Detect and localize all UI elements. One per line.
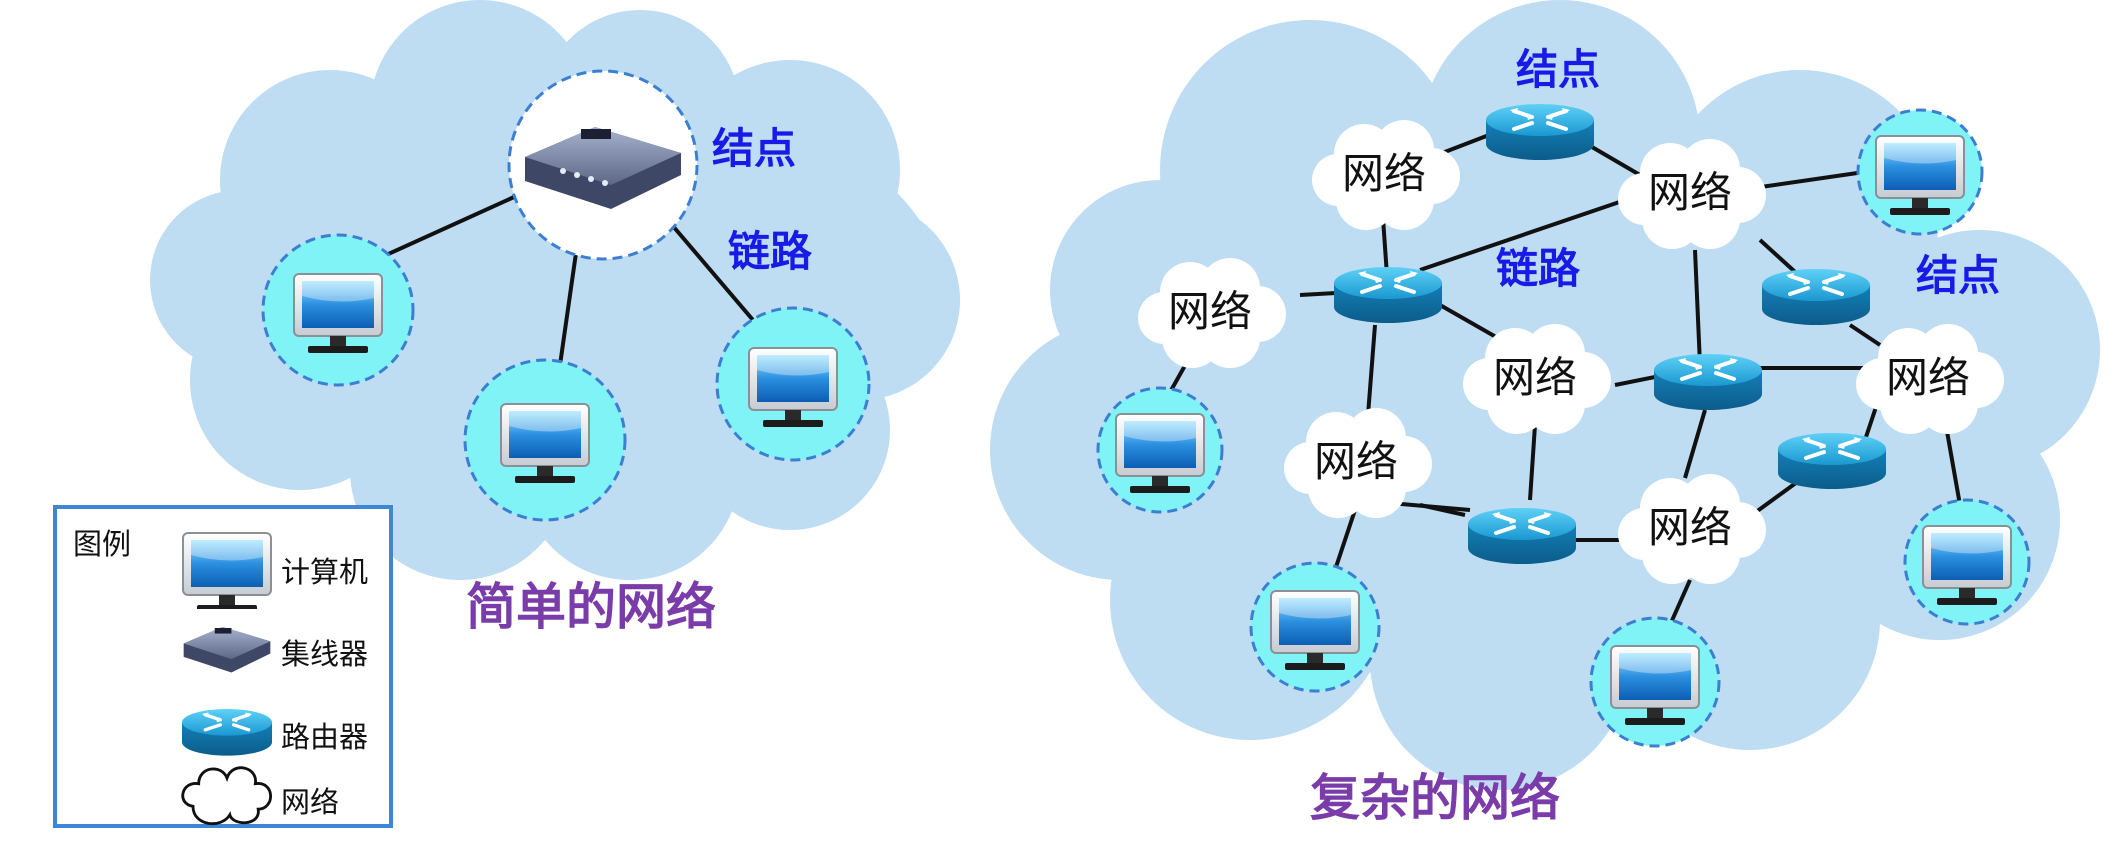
legend: 图例 计算机 集线器 路由器 网络 (53, 505, 393, 828)
complex-node-label-right: 结点 (1916, 251, 2000, 300)
computer-icon (182, 532, 272, 609)
network-cloud-3[interactable]: 网络 (1138, 258, 1286, 368)
complex-link-label: 链路 (1496, 244, 1581, 293)
cloud-icon (181, 766, 272, 826)
network-cloud-5[interactable]: 网络 (1856, 324, 2004, 434)
router-icon (1332, 265, 1444, 325)
legend-label-computer: 计算机 (281, 555, 369, 589)
network-label: 网络 (1168, 287, 1252, 336)
legend-label-router: 路由器 (281, 720, 369, 754)
router-icon (1652, 352, 1764, 412)
router-icon (1466, 506, 1578, 566)
simple-computer-center[interactable] (463, 358, 627, 522)
router-bottom[interactable] (1466, 506, 1578, 566)
simple-computer-right[interactable] (715, 306, 871, 462)
router-right-upper[interactable] (1760, 267, 1872, 327)
router-right-lower[interactable] (1776, 431, 1888, 491)
router-icon (1760, 267, 1872, 327)
complex-computer-bottom-left[interactable] (1249, 561, 1381, 693)
simple-network-caption: 简单的网络 (466, 578, 716, 636)
network-label: 网络 (1342, 149, 1426, 198)
complex-computer-right-bottom[interactable] (1903, 498, 2031, 626)
network-cloud-2[interactable]: 网络 (1618, 139, 1766, 249)
simple-computer-left[interactable] (261, 233, 415, 387)
legend-title: 图例 (73, 527, 132, 561)
network-label: 网络 (1886, 353, 1970, 402)
network-label: 网络 (1648, 503, 1732, 552)
simple-node-label: 结点 (712, 124, 796, 173)
network-label: 网络 (1648, 168, 1732, 217)
complex-node-label-top: 结点 (1516, 45, 1600, 94)
router-center[interactable] (1652, 352, 1764, 412)
hub-icon (183, 626, 271, 673)
complex-computer-right-top[interactable] (1856, 108, 1984, 236)
complex-computer-bottom-center[interactable] (1589, 616, 1721, 748)
router-icon (1484, 102, 1596, 162)
hub-icon (525, 127, 681, 209)
network-cloud-1[interactable]: 网络 (1312, 120, 1460, 230)
network-cloud-7[interactable]: 网络 (1618, 474, 1766, 584)
network-cloud-6[interactable]: 网络 (1284, 408, 1432, 518)
hub-node[interactable] (507, 69, 699, 261)
legend-label-hub: 集线器 (281, 637, 369, 671)
simple-link-label: 链路 (728, 227, 813, 276)
network-cloud-4[interactable]: 网络 (1463, 324, 1611, 434)
complex-computer-left[interactable] (1096, 386, 1224, 514)
complex-network-caption: 复杂的网络 (1310, 769, 1560, 827)
network-label: 网络 (1493, 353, 1577, 402)
legend-label-network: 网络 (281, 785, 340, 819)
router-left[interactable] (1332, 265, 1444, 325)
router-icon (180, 707, 274, 758)
network-label: 网络 (1314, 437, 1398, 486)
router-top[interactable] (1484, 102, 1596, 162)
router-icon (1776, 431, 1888, 491)
